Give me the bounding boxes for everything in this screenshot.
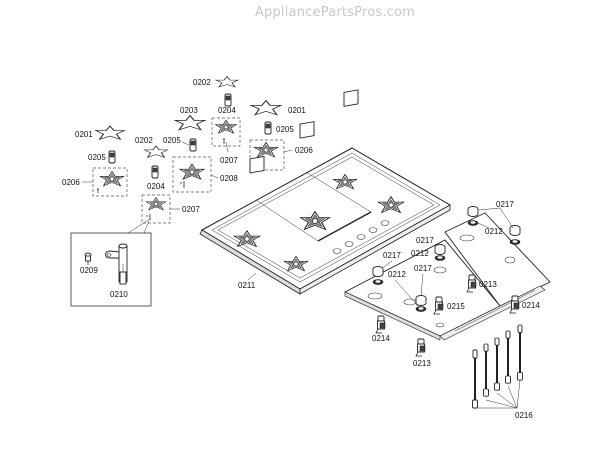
grommet-0212-b — [509, 239, 521, 245]
knob-0203 — [174, 114, 206, 131]
burner-0208 — [180, 164, 204, 179]
knob-0201-left — [95, 125, 125, 140]
stem-0204-mid — [151, 165, 159, 179]
leader-0207-top — [225, 141, 229, 153]
label-0212-a: 0212 — [485, 227, 503, 236]
stem-0205-right — [264, 121, 272, 135]
label-0217-d: 0217 — [414, 264, 432, 273]
label-0204-mid: 0204 — [147, 182, 165, 191]
cap-0217-b-mid — [434, 244, 446, 255]
label-0212-c: 0212 — [388, 270, 406, 279]
label-0213-lower: 0213 — [413, 359, 431, 368]
valve-0213-lower — [415, 338, 426, 357]
label-0216: 0216 — [515, 411, 533, 420]
leader-0211 — [247, 272, 257, 281]
label-0204-top: 0204 — [218, 106, 236, 115]
screw-icon — [180, 181, 185, 188]
igniter-wire-1 — [471, 349, 479, 409]
label-0207-lower: 0207 — [182, 205, 200, 214]
valve-0214-left — [375, 315, 386, 334]
igniter-wire-2 — [482, 343, 490, 398]
inset-leader — [127, 218, 151, 234]
group-box-0206-right — [249, 139, 285, 171]
label-0211: 0211 — [238, 281, 256, 290]
label-0205-mid: 0205 — [163, 136, 181, 145]
group-box-0208 — [172, 156, 212, 193]
leader-0206-right — [283, 149, 293, 153]
leader-0212-c — [394, 279, 420, 308]
cooktop-0211 — [199, 89, 452, 295]
leader-0216 — [475, 379, 521, 409]
label-0212-b: 0212 — [411, 249, 429, 258]
label-0202-top: 0202 — [193, 78, 211, 87]
label-0215: 0215 — [447, 302, 465, 311]
cap-0217-b — [509, 225, 521, 236]
burner-0207-lower — [146, 198, 166, 210]
label-0210: 0210 — [110, 290, 128, 299]
grommet-0212-c — [372, 279, 384, 285]
label-0203: 0203 — [180, 106, 198, 115]
igniter-wire-5 — [516, 324, 524, 382]
group-box-0207-top — [211, 117, 241, 147]
grommet-0212-a — [467, 220, 479, 226]
burner-0206-right — [254, 143, 277, 157]
stem-0205-mid — [189, 138, 197, 152]
cap-0217-d — [415, 295, 427, 306]
screw-0209 — [84, 252, 92, 265]
label-0217-c: 0217 — [383, 251, 401, 260]
cap-0217-c — [372, 266, 384, 277]
screw-icon — [97, 188, 99, 193]
label-0206-left: 0206 — [62, 178, 80, 187]
burner-base-frame — [343, 212, 551, 341]
label-0202-left: 0202 — [135, 136, 153, 145]
label-0217-a: 0217 — [496, 200, 514, 209]
grommet-0212-b-mid — [434, 255, 446, 261]
knob-0202-top — [215, 76, 239, 88]
knob-0201-right — [250, 99, 282, 116]
grommet-0212-d — [415, 306, 427, 312]
label-0214-left: 0214 — [372, 334, 390, 343]
label-0201-left: 0201 — [75, 130, 93, 139]
label-0205-right: 0205 — [276, 125, 294, 134]
leader-0217-c — [381, 260, 393, 269]
shaft-0210 — [105, 243, 128, 285]
leader-0217-d — [420, 273, 424, 297]
igniter-wire-4 — [504, 330, 512, 385]
igniter-wire-3 — [493, 337, 501, 392]
stem-0205-left — [108, 150, 116, 164]
leader-0217-0212-a — [477, 207, 514, 229]
leader-0208 — [210, 174, 219, 179]
watermark: AppliancePartsPros.com — [254, 5, 416, 20]
label-0213-upper: 0213 — [479, 280, 497, 289]
label-0205-left: 0205 — [88, 153, 106, 162]
label-0217-b: 0217 — [416, 236, 434, 245]
screw-icon — [223, 138, 225, 144]
inset-detail-box — [70, 232, 152, 307]
label-0209: 0209 — [80, 266, 98, 275]
label-0206-right: 0206 — [295, 146, 313, 155]
burner-0207-top — [216, 120, 237, 133]
label-0208: 0208 — [220, 174, 238, 183]
burner-0206-left — [100, 172, 123, 186]
cap-0217-a — [467, 206, 479, 217]
label-0207-top: 0207 — [220, 156, 238, 165]
label-0214-right: 0214 — [522, 301, 540, 310]
stem-0204-top — [224, 93, 232, 107]
label-0201-right: 0201 — [288, 106, 306, 115]
knob-0202-left — [143, 145, 169, 158]
leader-0205-mid — [181, 141, 190, 146]
